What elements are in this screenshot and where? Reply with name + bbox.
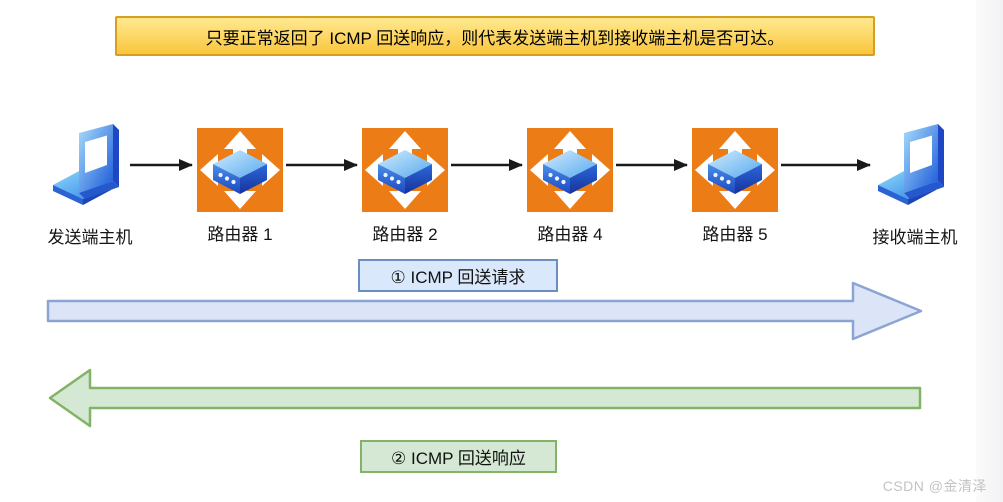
node-sender-host: 发送端主机 bbox=[15, 123, 165, 248]
node-label: 路由器 1 bbox=[207, 225, 273, 244]
router-icon bbox=[197, 128, 283, 212]
node-router-2: 路由器 2 bbox=[330, 128, 480, 245]
icmp-request-label: ① ICMP 回送请求 bbox=[358, 259, 558, 292]
icmp-response-arrow bbox=[48, 368, 922, 428]
node-receiver-host: 接收端主机 bbox=[840, 123, 990, 248]
node-router-4: 路由器 4 bbox=[495, 128, 645, 245]
node-label: 路由器 4 bbox=[537, 225, 603, 244]
title-banner: 只要正常返回了 ICMP 回送响应，则代表发送端主机到接收端主机是否可达。 bbox=[115, 16, 875, 56]
node-label: 发送端主机 bbox=[47, 228, 133, 247]
laptop-icon bbox=[53, 124, 119, 205]
node-label: 路由器 5 bbox=[702, 225, 768, 244]
icmp-response-label: ② ICMP 回送响应 bbox=[360, 440, 557, 473]
watermark: CSDN @金清泽 bbox=[882, 478, 987, 494]
node-label: 路由器 2 bbox=[372, 225, 438, 244]
laptop-icon bbox=[878, 124, 944, 205]
node-label: 接收端主机 bbox=[872, 228, 958, 247]
page-edge-strip bbox=[976, 0, 1003, 502]
router-icon bbox=[362, 128, 448, 212]
node-router-1: 路由器 1 bbox=[165, 128, 315, 245]
router-icon bbox=[527, 128, 613, 212]
node-router-5: 路由器 5 bbox=[660, 128, 810, 245]
router-icon bbox=[692, 128, 778, 212]
